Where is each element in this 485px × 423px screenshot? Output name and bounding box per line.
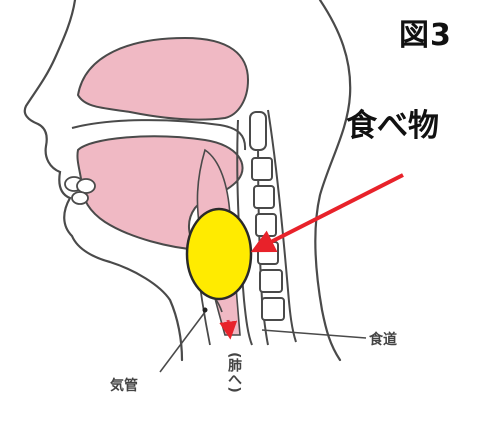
nasal-cavity <box>78 38 248 120</box>
vertebra <box>260 270 282 292</box>
vertebra <box>252 158 272 180</box>
lower-tooth <box>77 179 95 193</box>
cervical-vertebrae <box>250 112 284 320</box>
to-lungs-label: (肺へ) <box>226 352 242 393</box>
neck-back-outline <box>315 0 350 360</box>
trachea-label: 気管 <box>110 375 138 395</box>
vertebra <box>256 214 276 236</box>
figure-number: 図3 <box>399 10 452 54</box>
trachea-leader-line <box>160 312 205 372</box>
food-bolus <box>187 209 251 299</box>
food-label: 食べ物 <box>346 100 439 145</box>
esophagus-label: 食道 <box>369 329 397 349</box>
esophagus-leader-line <box>262 330 366 338</box>
vertebra <box>262 298 284 320</box>
vertebra <box>250 112 266 150</box>
vertebra <box>254 186 274 208</box>
airflow-arrow <box>228 320 230 336</box>
trachea-pointer-dot <box>203 308 208 313</box>
lower-tooth-2 <box>72 192 88 204</box>
